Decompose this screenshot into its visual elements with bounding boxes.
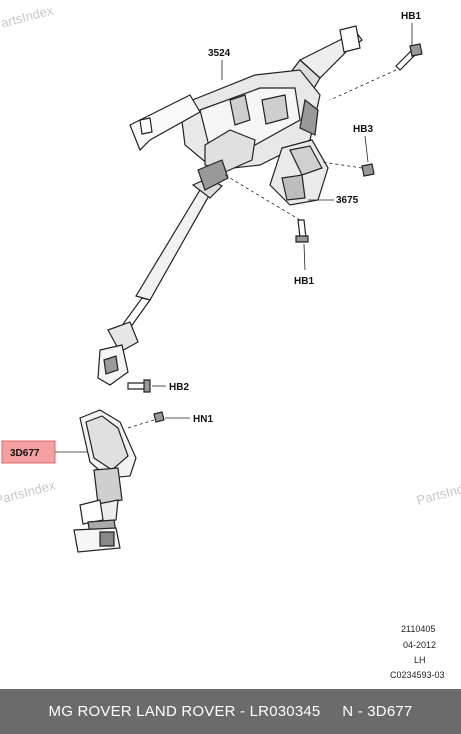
drawing-side: LH: [414, 655, 426, 665]
highlight-3d677[interactable]: 3D677: [1, 440, 56, 464]
footer-text: MG ROVER LAND ROVER - LR030345 N - 3D677: [48, 703, 413, 720]
callout-hb3: HB3: [353, 124, 373, 135]
column-cover-3675: [269, 139, 329, 206]
callout-3675: 3675: [336, 195, 359, 206]
callout-hb1-bottom: HB1: [294, 276, 314, 287]
highlight-box: [1, 440, 56, 464]
intermediate-shaft-3d677: [73, 409, 137, 553]
bolt-hb3: [361, 163, 375, 177]
drawing-code: C0234593-03: [390, 670, 445, 680]
nut-hn1: [153, 411, 165, 423]
callout-hn1: HN1: [193, 414, 213, 425]
watermark-mid-right: PartsIndex: [415, 477, 461, 508]
watermark-mid-left: PartsIndex: [0, 477, 57, 508]
watermark-top-left: PartsIndex: [0, 2, 55, 33]
steering-column-3524: [97, 25, 363, 386]
bolt-hb2: [127, 379, 151, 393]
footer-bar: MG ROVER LAND ROVER - LR030345 N - 3D677: [0, 689, 461, 734]
callout-3d677: 3D677: [10, 448, 40, 459]
leader-lines: [55, 23, 413, 453]
bolt-hb1-top: [395, 43, 423, 71]
callout-hb1-top: HB1: [401, 11, 421, 22]
drawing-date: 04-2012: [403, 640, 436, 650]
callout-3524: 3524: [208, 48, 231, 59]
callout-hb2: HB2: [169, 382, 189, 393]
bolt-hb1-bottom: [295, 219, 309, 243]
drawing-ref: 2110405: [401, 624, 435, 634]
assembly-dashed-lines: [127, 69, 397, 429]
